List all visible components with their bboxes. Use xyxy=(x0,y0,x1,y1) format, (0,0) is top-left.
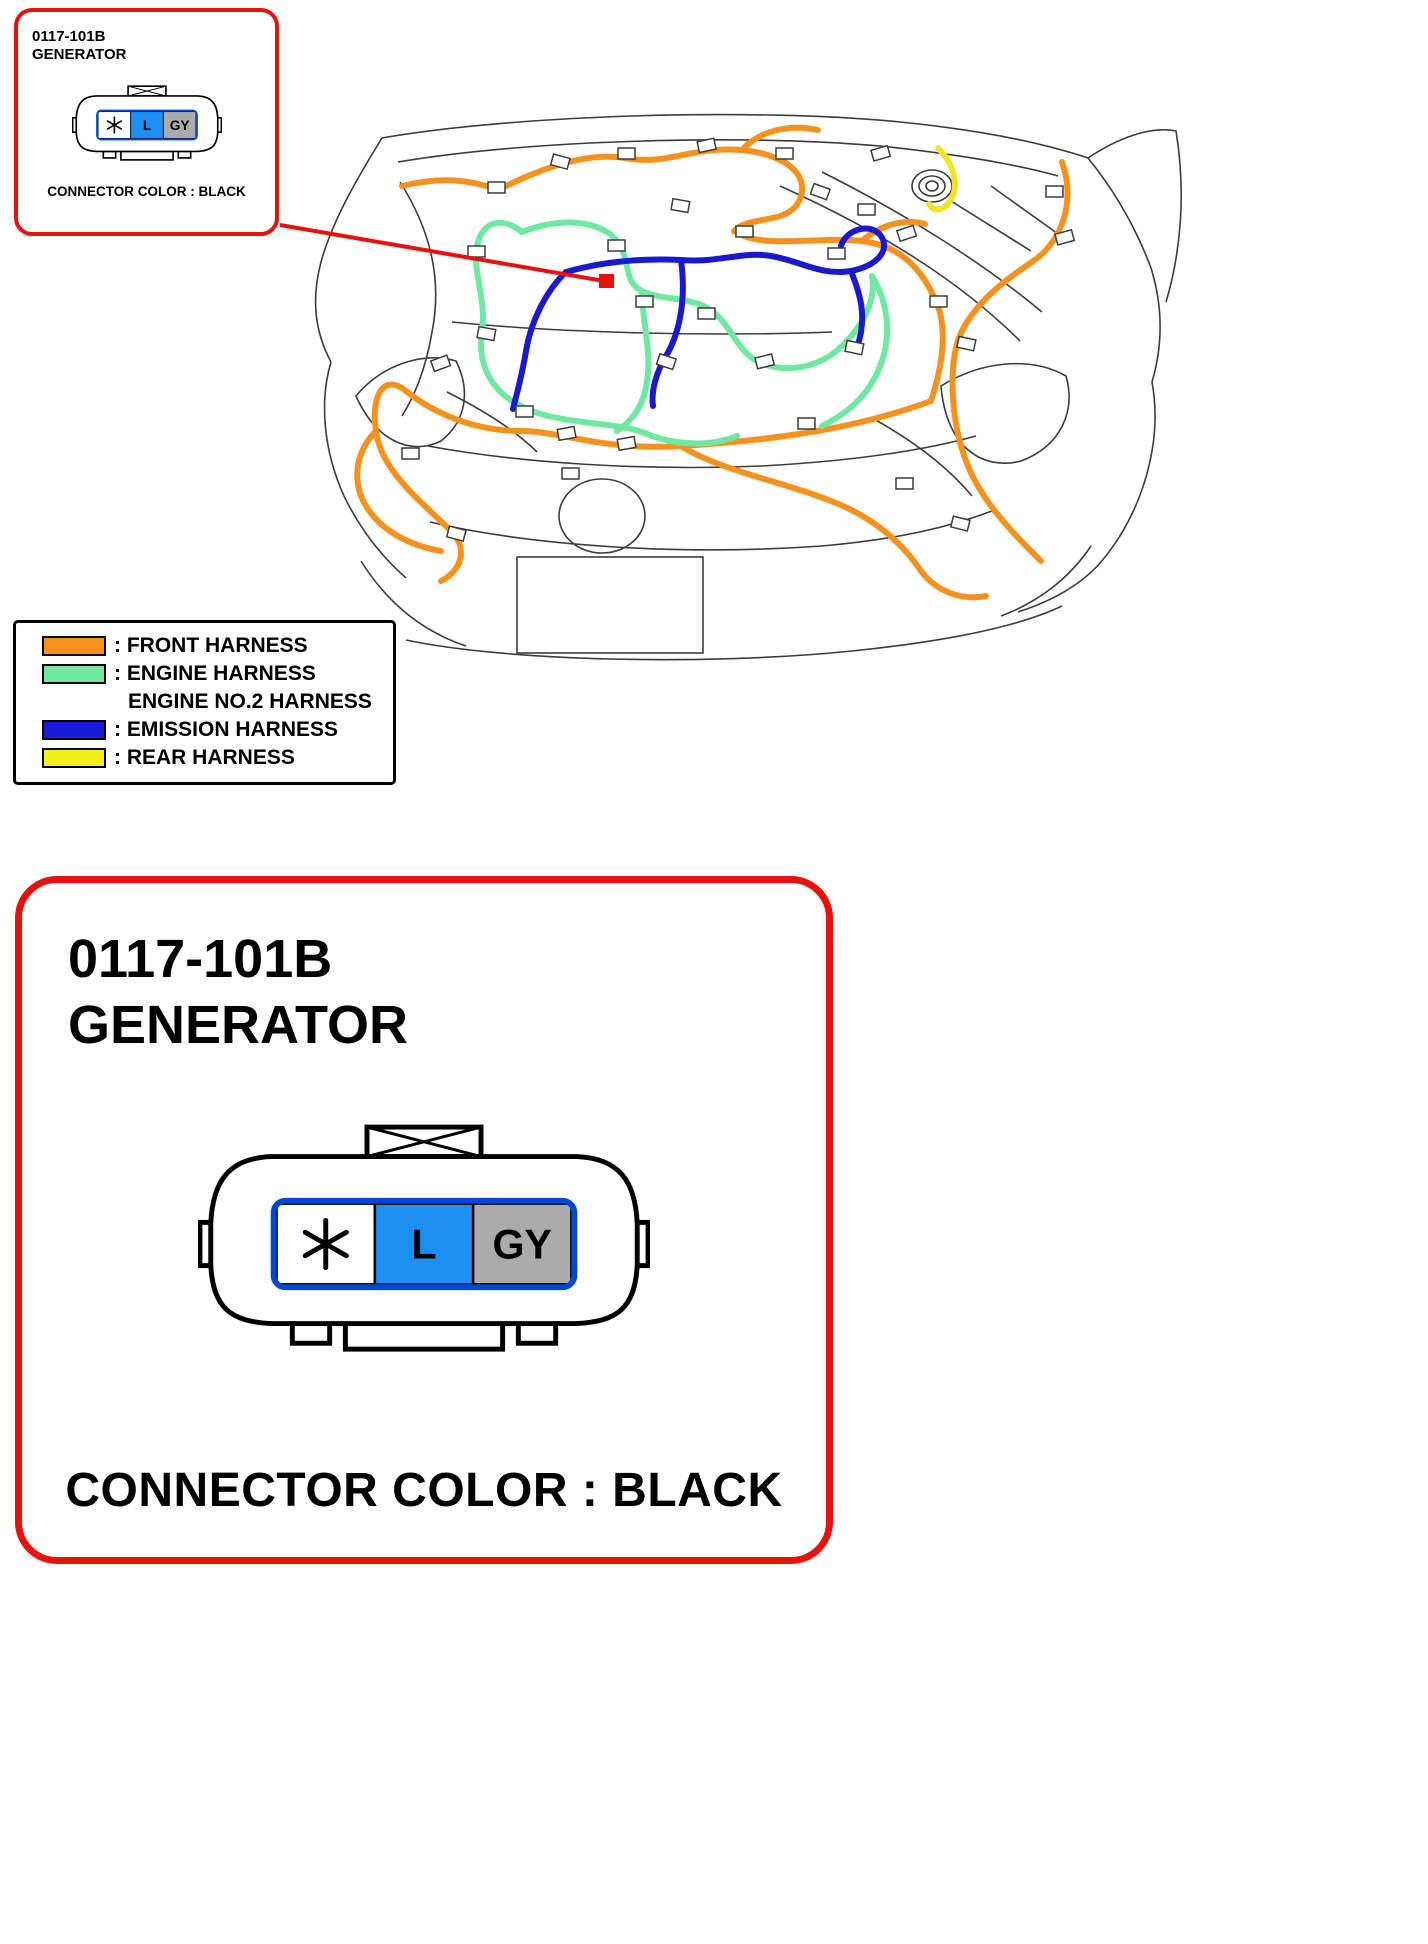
asterisk-icon xyxy=(302,1217,349,1271)
connector-color-label-large: CONNECTOR COLOR : BLACK xyxy=(65,1464,783,1517)
front-harness-lines xyxy=(354,124,1071,601)
pin-label-GY: GY xyxy=(169,118,189,133)
engine-bay-harness-diagram xyxy=(279,113,1183,661)
legend-label: : REAR HARNESS xyxy=(114,746,295,769)
connector-foot-center xyxy=(342,1321,506,1352)
connector-code-large: 0117-101B xyxy=(68,929,333,989)
generator-connector-pinout-small: L GY xyxy=(71,85,222,161)
engine-harness-swatch xyxy=(42,664,106,684)
rear-harness-lines xyxy=(926,145,958,213)
generator-callout-box: 0117-101B GENERATOR xyxy=(14,8,279,236)
connector-pin-row: L GY xyxy=(270,1197,578,1291)
connector-color-label: CONNECTOR COLOR : BLACK xyxy=(47,184,246,199)
pin-label-L: L xyxy=(142,118,150,133)
legend-label: ENGINE NO.2 HARNESS xyxy=(128,690,372,713)
generator-connector-pinout-large: L GY xyxy=(198,1124,650,1352)
legend-label: : FRONT HARNESS xyxy=(114,634,308,657)
legend-row-engine: : ENGINE HARNESS xyxy=(16,660,393,688)
asterisk-icon xyxy=(106,116,122,134)
connector-pin-row: L GY xyxy=(95,109,198,141)
pin-label-GY: GY xyxy=(492,1222,552,1268)
connector-name: GENERATOR xyxy=(32,46,127,63)
pin-label-L: L xyxy=(411,1222,436,1268)
rear-harness-swatch xyxy=(42,748,106,768)
connector-keying-tab xyxy=(364,1124,484,1160)
pin-row-outline xyxy=(95,109,198,141)
pin-cell-L xyxy=(373,1202,475,1286)
legend-row-rear: : REAR HARNESS xyxy=(16,744,393,772)
connector-foot-center xyxy=(119,150,174,161)
connector-foot-left xyxy=(101,150,117,159)
connector-name-large: GENERATOR xyxy=(68,995,409,1055)
pin-row-outline xyxy=(270,1197,578,1291)
callout-leader-line xyxy=(279,223,605,283)
harness-color-legend: : FRONT HARNESS : ENGINE HARNESS ENGINE … xyxy=(13,620,396,785)
legend-label: : EMISSION HARNESS xyxy=(114,718,339,741)
front-harness-swatch xyxy=(42,636,106,656)
car-outline xyxy=(314,113,1183,661)
connector-keying-tab xyxy=(126,85,167,97)
generator-connector-detail-panel: 0117-101B GENERATOR xyxy=(15,876,833,1564)
connector-location-marker xyxy=(599,274,614,288)
legend-row-front: : FRONT HARNESS xyxy=(16,632,393,660)
legend-row-emission: : EMISSION HARNESS xyxy=(16,716,393,744)
emission-harness-lines xyxy=(510,225,888,412)
connector-symbols xyxy=(401,137,1076,543)
connector-foot-left xyxy=(289,1321,333,1346)
legend-label: : ENGINE HARNESS xyxy=(114,662,316,685)
emission-harness-swatch xyxy=(42,720,106,740)
legend-row-engine-no2: ENGINE NO.2 HARNESS xyxy=(16,688,393,716)
connector-foot-right xyxy=(515,1321,559,1346)
connector-foot-right xyxy=(176,150,192,159)
connector-code: 0117-101B xyxy=(32,28,106,45)
